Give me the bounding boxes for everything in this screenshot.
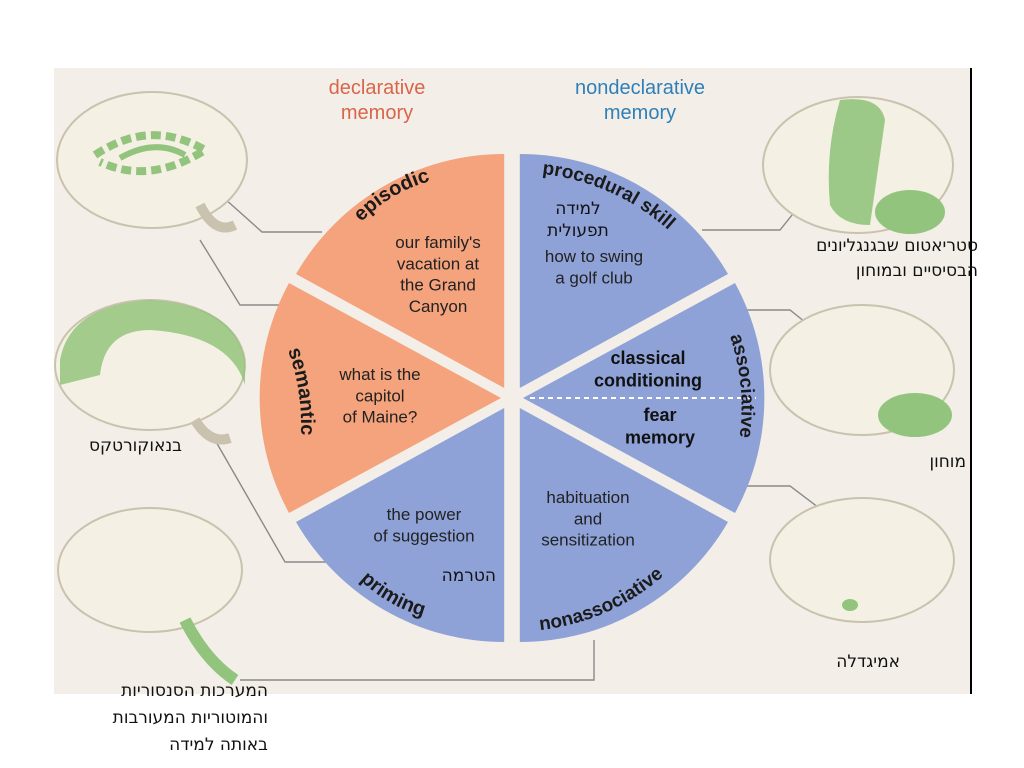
- connector-priming: [214, 439, 330, 563]
- example-priming: the power of suggestion: [373, 505, 474, 545]
- example-procedural: how to swing a golf club: [545, 247, 643, 287]
- example-classical-conditioning: classical conditioning: [594, 348, 702, 391]
- text-line: memory: [341, 102, 413, 124]
- brain-episodic: [56, 91, 248, 233]
- text-line: conditioning: [594, 371, 702, 391]
- text-line: classical: [610, 348, 685, 368]
- segment-nonassociative: [519, 408, 728, 643]
- hebrew-amygdala: אמיגדלה: [836, 652, 900, 672]
- example-semantic: what is the capitol of Maine?: [338, 365, 420, 427]
- text-line: a golf club: [555, 268, 633, 287]
- text-line: declarative: [329, 77, 426, 99]
- text-line: our family's: [395, 233, 480, 252]
- segment-semantic: [259, 283, 501, 513]
- segment-priming: [296, 408, 505, 643]
- hebrew-procedural-learning: למידה תפעולית: [547, 199, 609, 241]
- brain-procedural: [762, 96, 954, 234]
- hebrew-striatum: סטריאטום שבגנגליונים הבסיסיים ובמוחון: [816, 236, 978, 281]
- connector-sensory: [240, 640, 595, 681]
- example-fear-memory: fear memory: [625, 405, 695, 448]
- brain-semantic: [54, 299, 246, 445]
- header-declarative: declarative memory: [329, 77, 426, 124]
- text-line: the power: [387, 505, 462, 524]
- text-line: Canyon: [409, 297, 468, 316]
- header-nondeclarative: nondeclarative memory: [575, 77, 705, 124]
- text-line: habituation: [546, 488, 629, 507]
- text-line: memory: [604, 102, 676, 124]
- text-line: nondeclarative: [575, 77, 705, 99]
- text-line: vacation at: [397, 254, 479, 273]
- text-line: the Grand: [400, 276, 476, 295]
- segment-associative: [523, 283, 765, 513]
- text-line: what is the: [338, 365, 420, 384]
- hebrew-cerebellum: מוחון: [929, 452, 966, 472]
- brain-cerebellum: [769, 304, 955, 437]
- brain-priming: [57, 507, 243, 685]
- text-line: sensitization: [541, 531, 635, 550]
- memory-pie: [259, 153, 765, 643]
- connector-semantic: [199, 239, 292, 306]
- text-line: and: [574, 509, 602, 528]
- text-line: of suggestion: [373, 526, 474, 545]
- slide-edge-line: [970, 68, 972, 694]
- hebrew-priming: הטרמה: [441, 566, 496, 586]
- text-line: fear: [643, 405, 676, 425]
- text-line: memory: [625, 428, 695, 448]
- text-line: how to swing: [545, 247, 643, 266]
- hebrew-sensory-motor: המערכות הסנסוריות והמוטוריות המעורבות בא…: [112, 681, 268, 755]
- brain-amygdala: [769, 497, 955, 623]
- connector-episodic: [214, 189, 322, 233]
- example-nonassociative: habituation and sensitization: [541, 488, 635, 550]
- text-line: capitol: [355, 386, 404, 405]
- segment-procedural: [519, 153, 728, 388]
- hebrew-neocortex: בנאוקורטקס: [88, 436, 182, 456]
- segment-episodic: [296, 153, 505, 388]
- text-line: of Maine?: [343, 408, 418, 427]
